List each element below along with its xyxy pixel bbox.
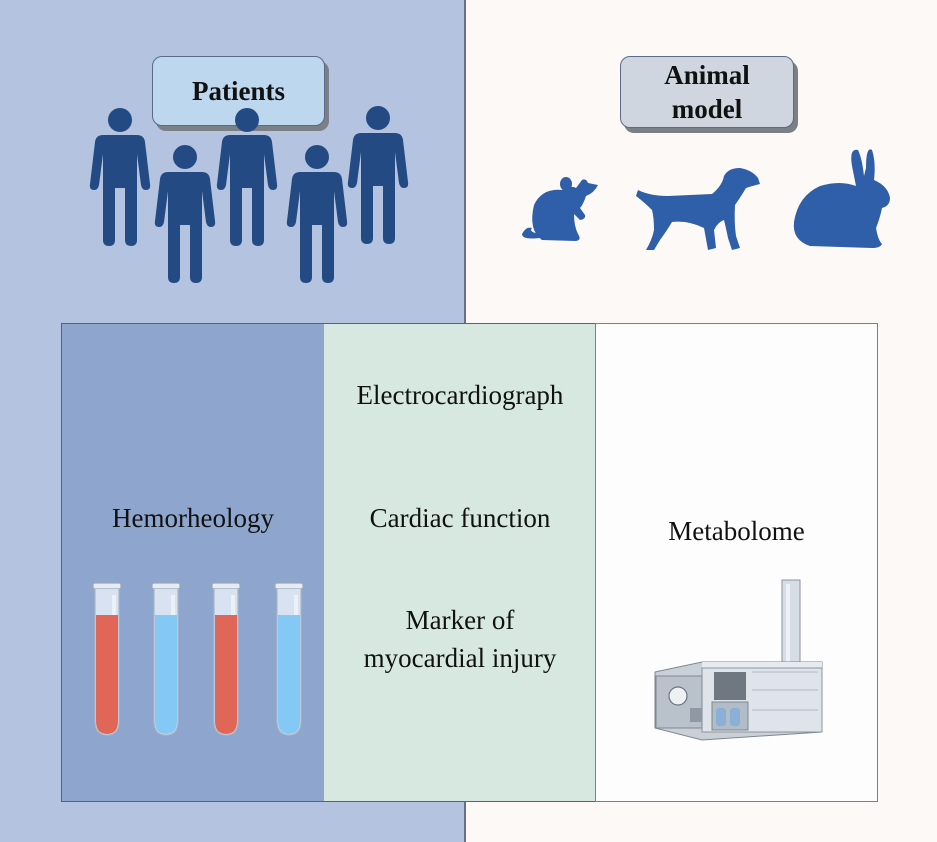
metabolome-label: Metabolome bbox=[668, 516, 805, 546]
animal-model-tag: Animal model bbox=[620, 56, 794, 128]
test-tube-icon bbox=[151, 582, 181, 736]
patients-tag-label: Patients bbox=[192, 76, 285, 106]
animal-model-tag-line2: model bbox=[671, 94, 743, 124]
cardiac-function-label: Cardiac function bbox=[369, 503, 551, 533]
mass-spectrometer-icon bbox=[654, 579, 823, 741]
electrocardiograph-label: Electrocardiograph bbox=[356, 380, 564, 410]
dog-icon bbox=[636, 168, 760, 250]
rabbit-icon bbox=[793, 149, 890, 248]
marker-label-line1: Marker of bbox=[405, 605, 515, 635]
test-tube-icon bbox=[274, 582, 304, 736]
test-tube-icon bbox=[211, 582, 241, 736]
marker-label-line2: myocardial injury bbox=[363, 643, 557, 673]
mouse-icon bbox=[522, 177, 598, 241]
animal-model-tag-line1: Animal bbox=[664, 60, 750, 90]
hemorheology-label: Hemorheology bbox=[112, 503, 274, 533]
test-tube-icon bbox=[92, 582, 122, 736]
subjects-illustration bbox=[89, 106, 890, 283]
